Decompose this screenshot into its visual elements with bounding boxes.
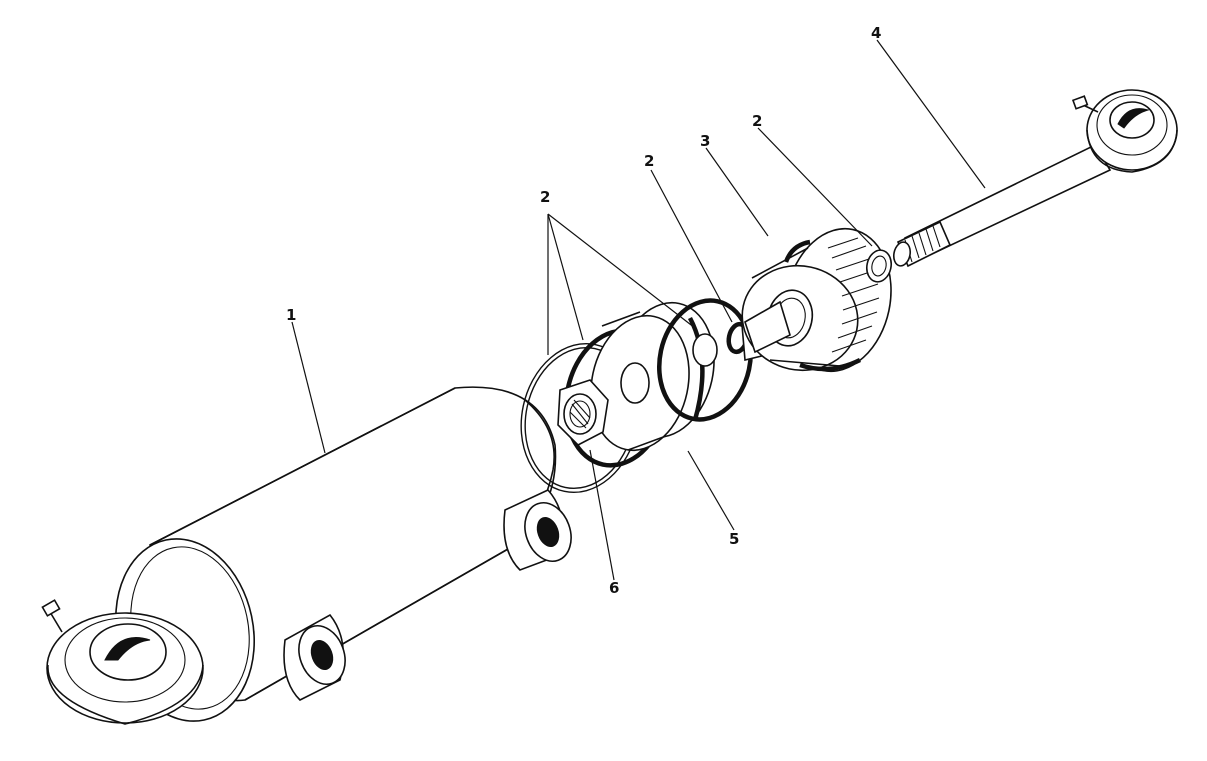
piston-rod [892, 143, 1112, 268]
callout-3: 3 [700, 132, 710, 150]
callout-5: 5 [729, 530, 739, 548]
leader-lines [291, 39, 986, 581]
callout-1: 1 [286, 306, 296, 324]
front-rod-eye [1071, 89, 1178, 173]
callout-2-gland-seal: 2 [752, 112, 762, 130]
cylinder-port-front [503, 489, 572, 571]
rear-rod-eye [41, 599, 204, 725]
callout-4: 4 [871, 24, 881, 42]
piston-nut [557, 379, 609, 446]
inner-seal-ring [656, 298, 754, 422]
callout-2-piston-seals: 2 [540, 188, 550, 206]
piston [590, 301, 715, 452]
cylinder-port-rear [283, 613, 346, 701]
callout-6: 6 [609, 579, 619, 597]
gland-head [741, 227, 892, 373]
callout-2-rod-seal: 2 [644, 152, 654, 170]
rod-o-ring-gland [865, 249, 893, 283]
